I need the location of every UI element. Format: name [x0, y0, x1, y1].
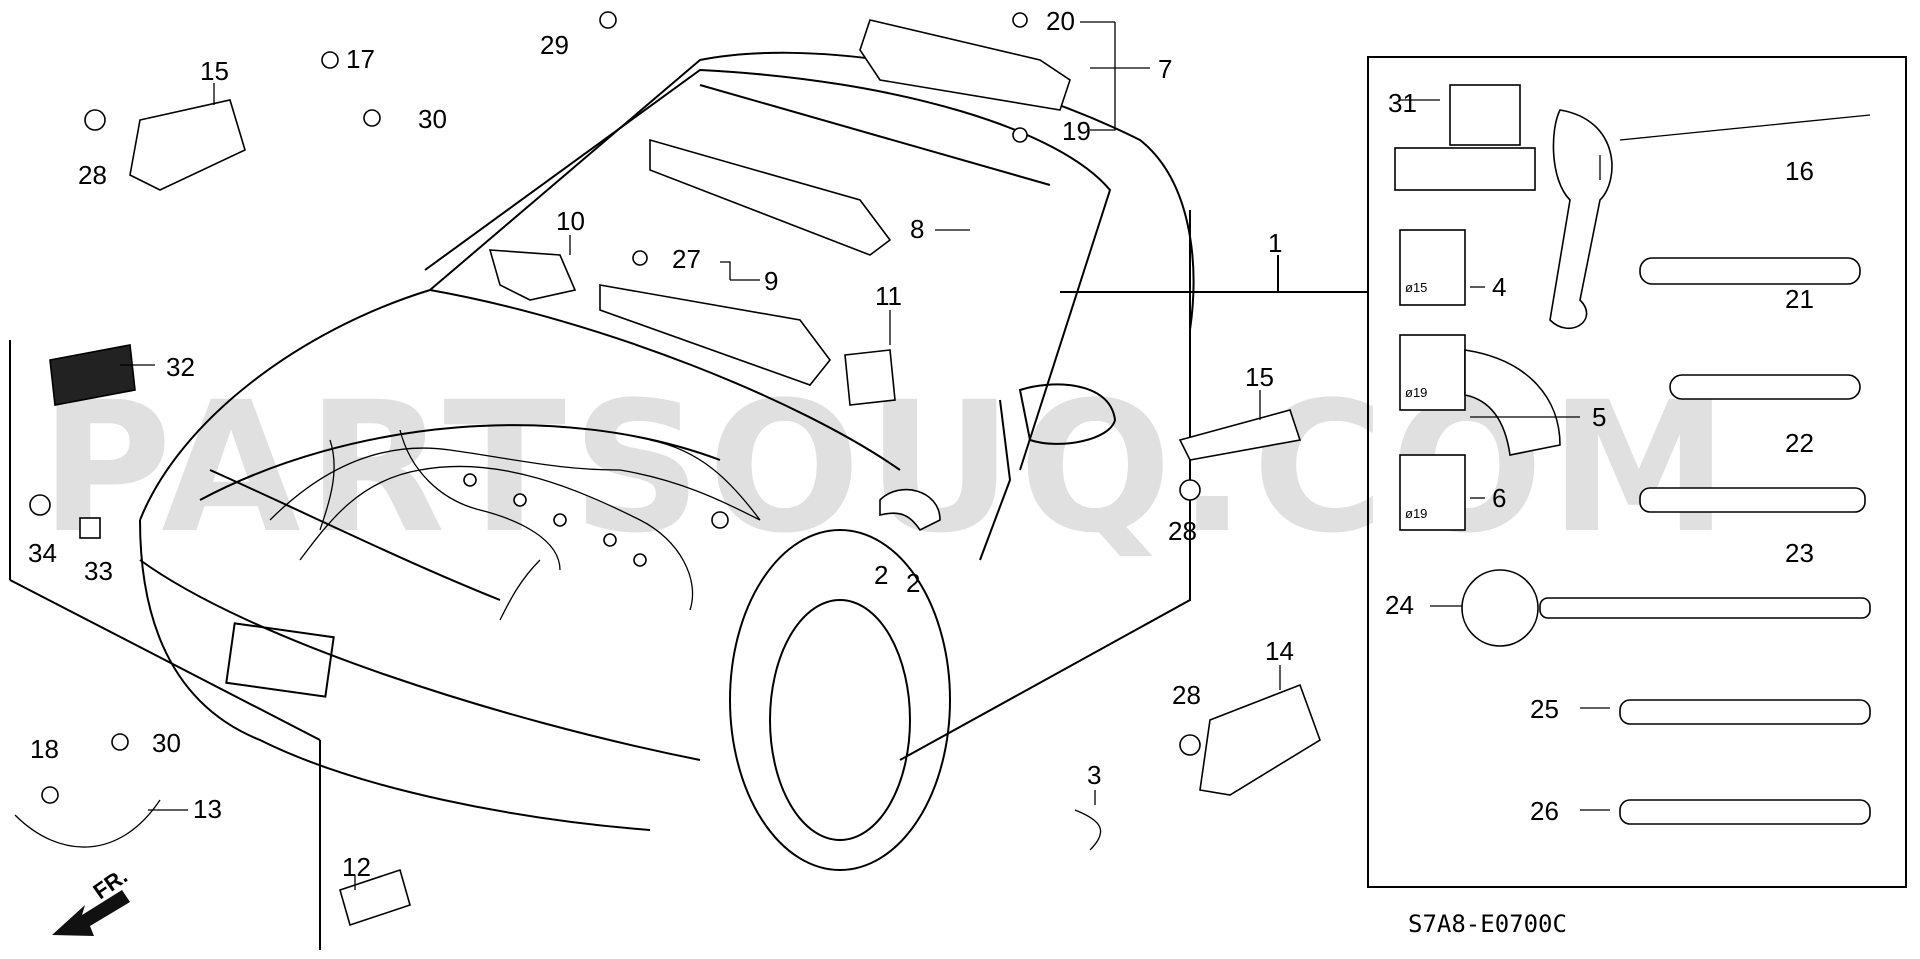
callout-30-bottom: 30: [152, 728, 181, 758]
callout-32: 32: [166, 352, 195, 382]
callout-22: 22: [1785, 428, 1814, 458]
part-3-sensor-shape: [1074, 809, 1102, 851]
callout-30-top: 30: [418, 104, 447, 134]
part-22-clip-shape: [1669, 374, 1861, 400]
callout-28-lower: 28: [1172, 680, 1201, 710]
callout-2b: 2: [906, 568, 920, 598]
part-27-clip-shape: [632, 250, 648, 266]
callout-8: 8: [910, 214, 924, 244]
part-15-left-stay-shape: [129, 99, 246, 191]
part-5-holder-shape: [1399, 334, 1466, 411]
callout-33: 33: [84, 556, 113, 586]
callout-23: 23: [1785, 538, 1814, 568]
callout-4: 4: [1492, 272, 1506, 302]
callout-31: 31: [1388, 88, 1417, 118]
callout-20: 20: [1046, 6, 1075, 36]
part-31-cover-shape: [1394, 147, 1536, 191]
callout-10: 10: [556, 206, 585, 236]
part-24-clip-shape: [1539, 597, 1871, 619]
part-32-connector-shape: [49, 344, 136, 406]
part-29-bolt-shape: [599, 11, 617, 29]
part-30-bolt-shape-a: [363, 109, 381, 127]
part-33-shape: [79, 517, 101, 539]
part-15-right-stay-shape: [1178, 409, 1302, 461]
part-8-bracket-shape: [649, 138, 892, 256]
part-26-clip-shape: [1619, 799, 1871, 825]
part-28-bolt-shape-c: [1179, 734, 1201, 756]
diameter-label-6: ø19: [1405, 506, 1427, 521]
diameter-label-4: ø15: [1405, 280, 1427, 295]
part-shapes: [14, 11, 1871, 927]
callout-3: 3: [1087, 760, 1101, 790]
part-30-bolt-shape-b: [111, 733, 129, 751]
callout-18: 18: [30, 734, 59, 764]
callout-25: 25: [1530, 694, 1559, 724]
diameter-label-5: ø19: [1405, 385, 1427, 400]
callout-28-right: 28: [1168, 516, 1197, 546]
part-28-bolt-shape-b: [1179, 479, 1201, 501]
callout-24: 24: [1385, 590, 1414, 620]
callout-17: 17: [346, 44, 375, 74]
part-23-clip-shape: [1639, 487, 1866, 513]
part-31-holder-shape: [1449, 84, 1521, 146]
part-9-bracket-shape: [599, 284, 832, 386]
engine-wire-harness: [269, 429, 761, 621]
callout-11: 11: [875, 281, 902, 311]
callout-21: 21: [1785, 284, 1814, 314]
part-28-bolt-shape-a: [84, 109, 106, 131]
callout-labels: 1 2 2 3 4 5 6 7 8 9 10 11 12 13 14 15 15…: [28, 6, 1814, 882]
part-16-clamp-shape: [1549, 109, 1613, 330]
callout-34: 34: [28, 538, 57, 568]
callout-28-left: 28: [78, 160, 107, 190]
part-24-clip-head-shape: [1461, 569, 1539, 647]
callout-14: 14: [1265, 636, 1294, 666]
callout-15-left: 15: [200, 56, 229, 86]
callout-6: 6: [1492, 483, 1506, 513]
part-6-holder-shape: [1399, 454, 1466, 531]
part-4-holder-shape: [1399, 229, 1466, 306]
front-arrow-icon: [52, 890, 130, 936]
callout-2a: 2: [874, 560, 888, 590]
callout-9: 9: [764, 266, 778, 296]
callout-1: 1: [1268, 228, 1282, 258]
diagram-code: S7A8-E0700C: [1408, 910, 1567, 938]
part-18-bolt-shape: [41, 786, 59, 804]
part-20-bolt-shape: [1012, 12, 1028, 28]
part-12-clamp-shape: [339, 868, 411, 927]
part-13-ground-cable-shape: [14, 799, 161, 848]
front-direction-indicator: FR.: [52, 863, 132, 936]
parts-detail-box: [1367, 56, 1907, 888]
callout-12: 12: [342, 852, 371, 882]
callout-19: 19: [1062, 116, 1091, 146]
part-25-clip-shape: [1619, 699, 1871, 725]
part-34-shape: [29, 494, 51, 516]
part-19-nut-shape: [1012, 127, 1028, 143]
callout-7: 7: [1158, 54, 1172, 84]
leader-lines: [9, 21, 1610, 950]
part-17-bolt-shape: [321, 51, 339, 69]
part-21-clip-shape: [1639, 257, 1861, 285]
part-2-grommet-shape: [879, 488, 941, 532]
callout-16: 16: [1785, 156, 1814, 186]
callout-27: 27: [672, 244, 701, 274]
part-14-stay-shape: [1199, 683, 1321, 796]
callout-13: 13: [193, 794, 222, 824]
part-11-bracket-shape: [844, 349, 896, 406]
callout-29: 29: [540, 30, 569, 60]
callout-5: 5: [1592, 402, 1606, 432]
callout-26: 26: [1530, 796, 1559, 826]
part-7-cover-shape: [859, 19, 1071, 111]
part-10-bracket-shape: [488, 249, 577, 301]
callout-15-right: 15: [1245, 362, 1274, 392]
